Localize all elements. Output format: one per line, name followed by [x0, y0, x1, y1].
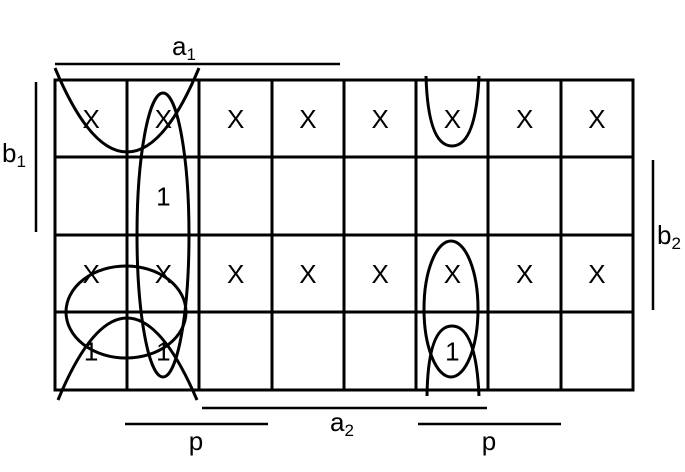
loop-column-2	[135, 91, 191, 379]
p-left-label: p	[189, 426, 203, 456]
cell-one: 1	[445, 336, 459, 366]
loop-bottom-column-6	[425, 324, 481, 397]
cell-dont-care: X	[516, 104, 533, 134]
cell-dont-care: X	[371, 259, 388, 289]
cell-dont-care: X	[299, 259, 316, 289]
loop-top-column-6	[424, 75, 481, 148]
loop-left-pair	[64, 264, 188, 360]
cell-one: 1	[156, 181, 170, 211]
variable-bars	[34, 62, 655, 426]
cell-dont-care: X	[588, 259, 605, 289]
cell-dont-care: X	[444, 104, 461, 134]
p-right-label: p	[482, 426, 496, 456]
a2-label: a2	[330, 407, 354, 440]
a1-label: a1	[172, 31, 196, 64]
cell-dont-care: X	[227, 104, 244, 134]
cell-dont-care: X	[227, 259, 244, 289]
grouping-loops	[53, 67, 481, 401]
cell-dont-care: X	[299, 104, 316, 134]
cell-dont-care: X	[516, 259, 533, 289]
cell-dont-care: X	[444, 259, 461, 289]
cell-dont-care: X	[588, 104, 605, 134]
loop-column-6-middle	[422, 239, 480, 379]
cell-dont-care: X	[371, 104, 388, 134]
b2-label: b2	[657, 220, 681, 253]
b1-label: b1	[2, 138, 26, 171]
cell-dont-care: X	[155, 259, 172, 289]
cell-dont-care: X	[82, 104, 99, 134]
map-grid	[53, 78, 635, 392]
